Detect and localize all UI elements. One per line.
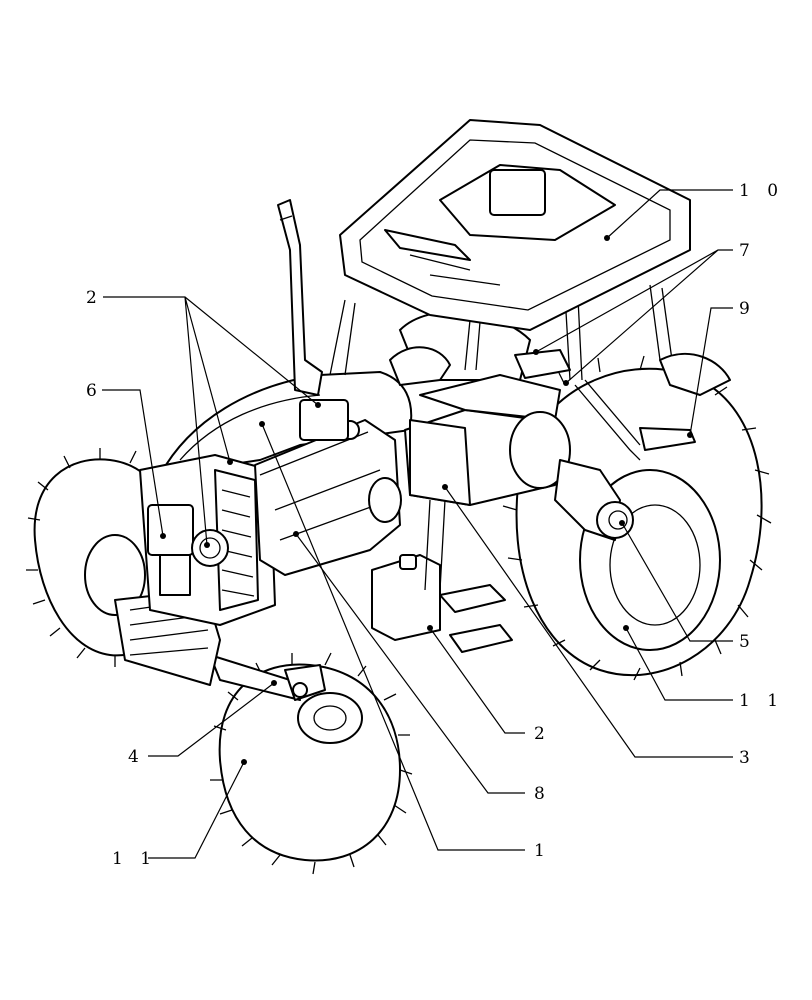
- callout-6: 6: [86, 381, 103, 401]
- tractor-illustration: [26, 119, 772, 875]
- callout-10: 1 0: [739, 181, 784, 201]
- exhaust-stack: [277, 199, 323, 396]
- leader-10: [606, 189, 733, 239]
- front-axle: [209, 654, 326, 701]
- leader-2-mid: [429, 627, 525, 734]
- cab-steps: [439, 584, 513, 653]
- leader-8: [295, 533, 525, 794]
- callout-11-left: 1 1: [112, 849, 157, 869]
- leader-3: [444, 486, 733, 758]
- rear-linkage: [514, 349, 696, 461]
- leader-5: [621, 522, 733, 642]
- callout-5: 5: [739, 632, 756, 652]
- callout-11-right: 1 1: [739, 691, 784, 711]
- callout-4: 4: [128, 747, 145, 767]
- leader-7: [535, 249, 733, 384]
- callout-labels: 2 6 1 0 7 9 5 1 1 2 3 4 8 1 1 1: [86, 181, 784, 869]
- leader-9: [689, 307, 733, 436]
- rear-axle-hub: [509, 411, 634, 541]
- leader-4: [148, 682, 275, 757]
- leader-6: [102, 389, 164, 537]
- air-filter: [147, 504, 229, 596]
- cab-roof: [339, 119, 691, 331]
- callout-8: 8: [534, 784, 551, 804]
- leader-11-left: [148, 761, 245, 859]
- callout-2-mid: 2: [534, 724, 551, 744]
- leader-2-top: [103, 296, 319, 546]
- leader-11-right: [625, 627, 733, 701]
- callout-9: 9: [739, 299, 756, 319]
- callout-3: 3: [739, 748, 756, 768]
- leader-1: [261, 423, 525, 851]
- callout-2-top: 2: [86, 288, 103, 308]
- rear-fender: [389, 346, 731, 396]
- callout-7: 7: [739, 241, 756, 261]
- callout-leaders: [102, 189, 733, 859]
- fuel-tank: [371, 554, 441, 641]
- callout-1: 1: [534, 841, 551, 861]
- engine-block: [254, 399, 402, 576]
